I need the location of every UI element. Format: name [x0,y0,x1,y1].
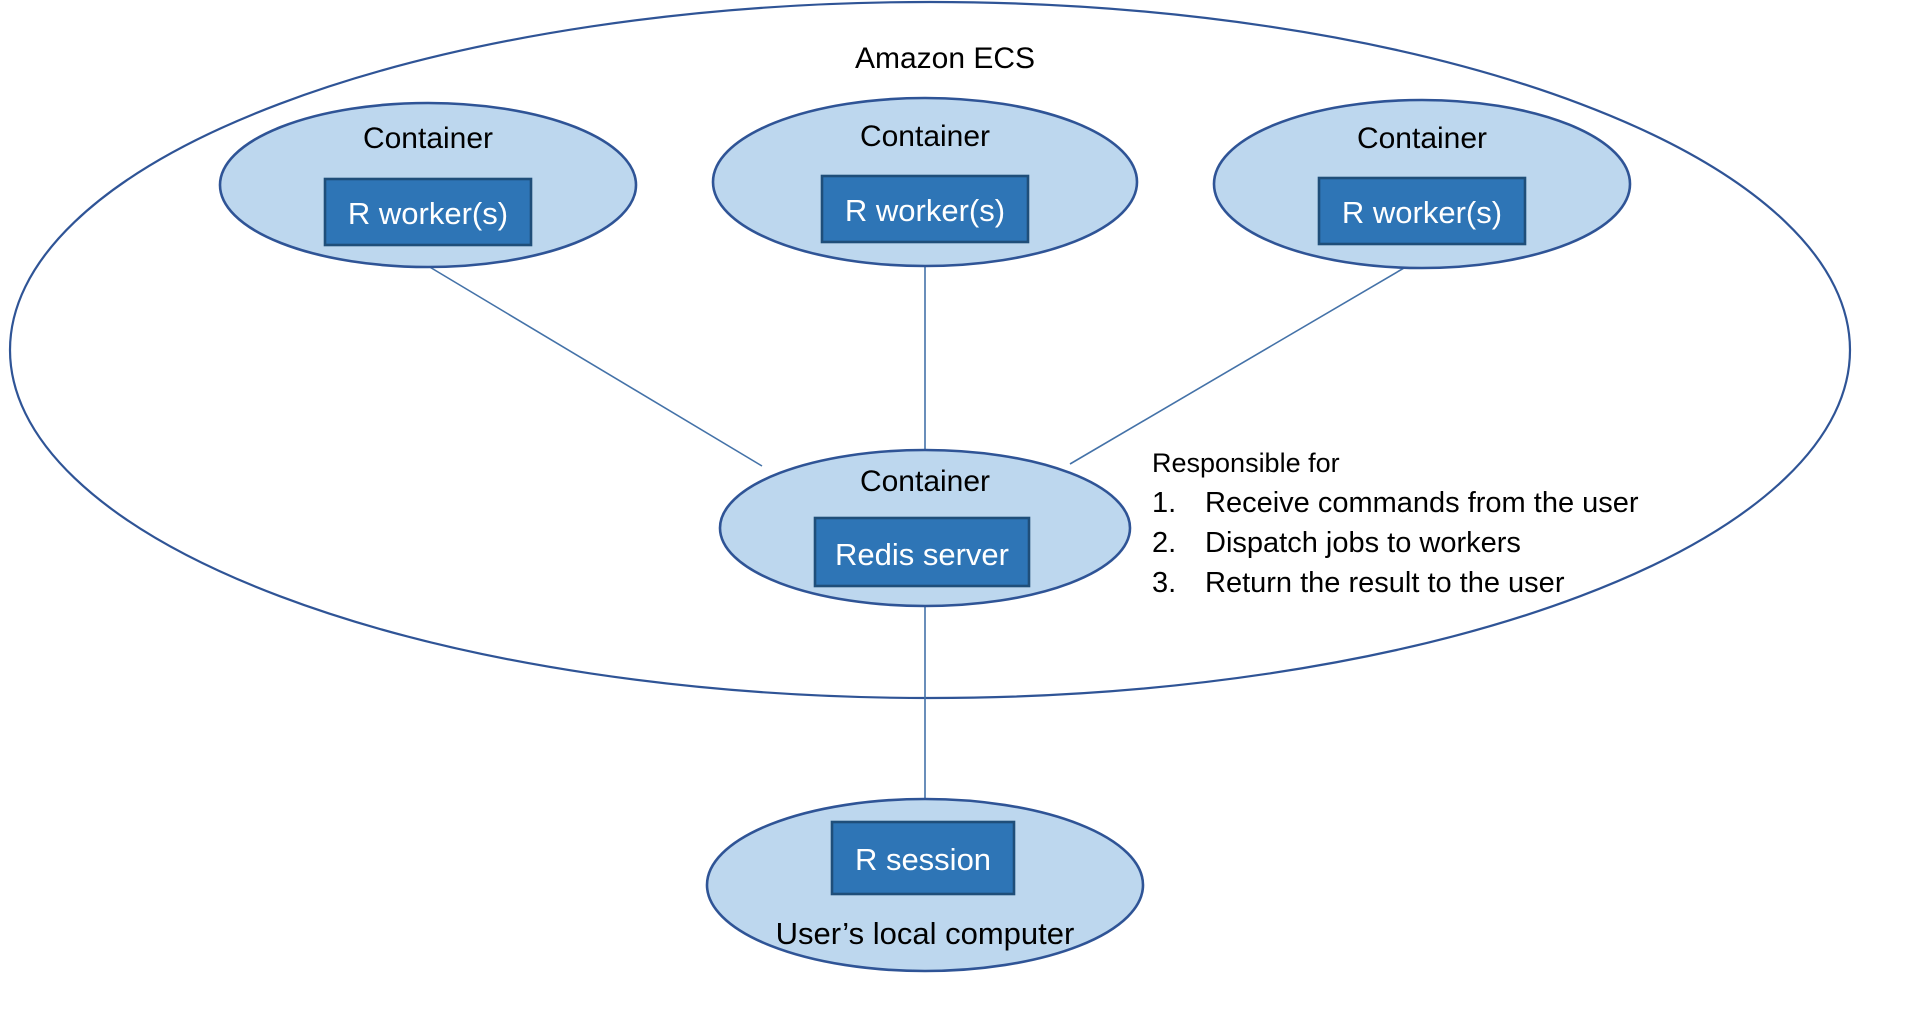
r-session-rect-label: R session [855,842,991,877]
worker-container-1-rect[interactable] [323,177,533,247]
diagram-title: Amazon ECS [855,42,1035,75]
worker-container-3-label: Container [1357,122,1487,155]
worker-container-1[interactable]: Container R worker(s) [218,101,638,269]
worker-container-2[interactable]: Container R worker(s) [711,96,1139,268]
redis-container-label: Container [860,465,990,498]
worker-container-3[interactable]: Container R worker(s) [1212,98,1632,270]
worker-container-2-label: Container [860,120,990,153]
user-local-computer[interactable]: R session User’s local computer [705,797,1145,973]
r-session-rect[interactable] [830,820,1016,896]
responsibility-1-text: Receive commands from the user [1205,487,1639,519]
responsibility-2-text: Dispatch jobs to workers [1205,527,1521,559]
worker-container-2-rect[interactable] [820,174,1030,244]
user-local-computer-caption: User’s local computer [776,916,1075,951]
redis-container-rect[interactable] [813,516,1031,588]
connector-worker1-to-redis [427,265,763,467]
responsibility-2-number: 2. [1152,527,1176,559]
worker-container-2-rect-label: R worker(s) [845,193,1005,228]
worker-container-3-rect-label: R worker(s) [1342,195,1502,230]
responsibilities-note: Responsible for 1. Receive commands from… [1152,448,1639,599]
redis-container-rect-label: Redis server [835,537,1009,572]
worker-container-3-rect[interactable] [1317,176,1527,246]
worker-container-1-label: Container [363,122,493,155]
worker-container-1-rect-label: R worker(s) [348,196,508,231]
connector-worker3-to-redis [1069,267,1405,465]
responsibility-3-text: Return the result to the user [1205,567,1565,599]
amazon-ecs-boundary-ellipse [8,0,1852,700]
responsibility-3-number: 3. [1152,567,1176,599]
responsibility-1-number: 1. [1152,487,1176,519]
redis-container[interactable]: Container Redis server [718,448,1132,608]
responsibilities-heading: Responsible for [1152,448,1340,478]
